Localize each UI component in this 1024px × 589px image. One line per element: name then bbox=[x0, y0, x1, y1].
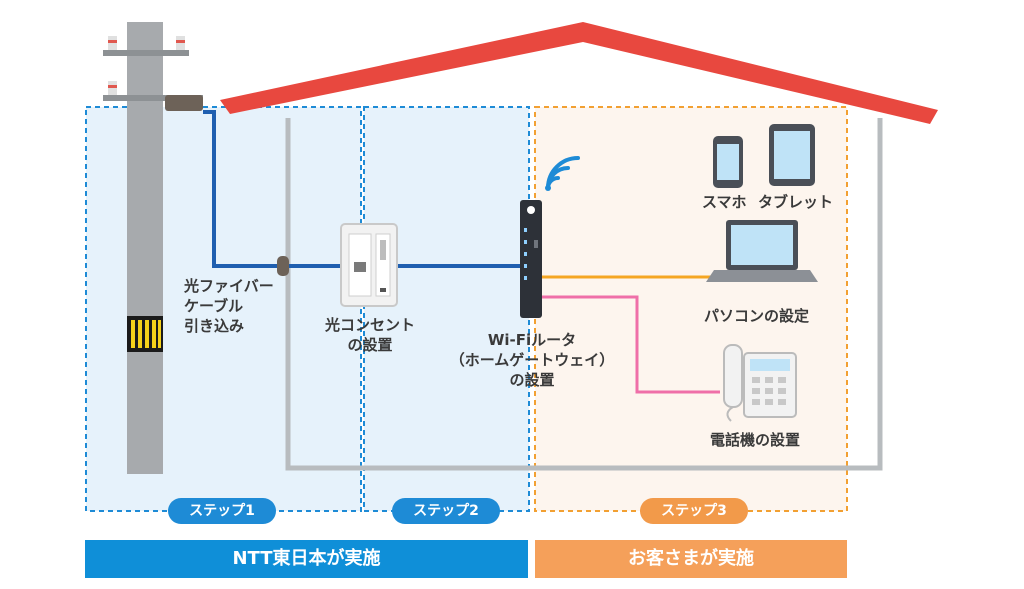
ntt-banner: NTT東日本が実施 bbox=[85, 540, 528, 578]
laptop-icon bbox=[706, 220, 818, 282]
router-device bbox=[520, 200, 542, 318]
cable-entry-box bbox=[277, 256, 289, 276]
step1-badge: ステップ1 bbox=[168, 498, 276, 524]
utility-pole bbox=[103, 22, 203, 474]
phone-cable-line bbox=[542, 295, 720, 394]
step2-badge: ステップ2 bbox=[392, 498, 500, 524]
fiber-cable-label: 光ファイバー ケーブル 引き込み bbox=[184, 277, 274, 335]
roof bbox=[220, 22, 938, 124]
telephone-icon bbox=[723, 344, 797, 422]
phone-label: 電話機の設置 bbox=[710, 431, 801, 449]
pc-label: パソコンの設定 bbox=[704, 307, 810, 325]
smartphone-icon bbox=[713, 136, 743, 188]
router-label: Wi-Fiルータ （ホームゲートウェイ） の設置 bbox=[449, 331, 615, 389]
tablet-label: タブレット bbox=[758, 193, 834, 211]
smartphone-label: スマホ bbox=[702, 193, 747, 211]
tablet-icon bbox=[769, 124, 815, 186]
optical-outlet-device bbox=[340, 223, 398, 307]
house-wall bbox=[285, 118, 883, 471]
step3-badge: ステップ3 bbox=[640, 498, 748, 524]
optical-outlet-label: 光コンセント の設置 bbox=[324, 316, 415, 354]
customer-banner: お客さまが実施 bbox=[535, 540, 847, 578]
zone-step2 bbox=[363, 106, 530, 512]
